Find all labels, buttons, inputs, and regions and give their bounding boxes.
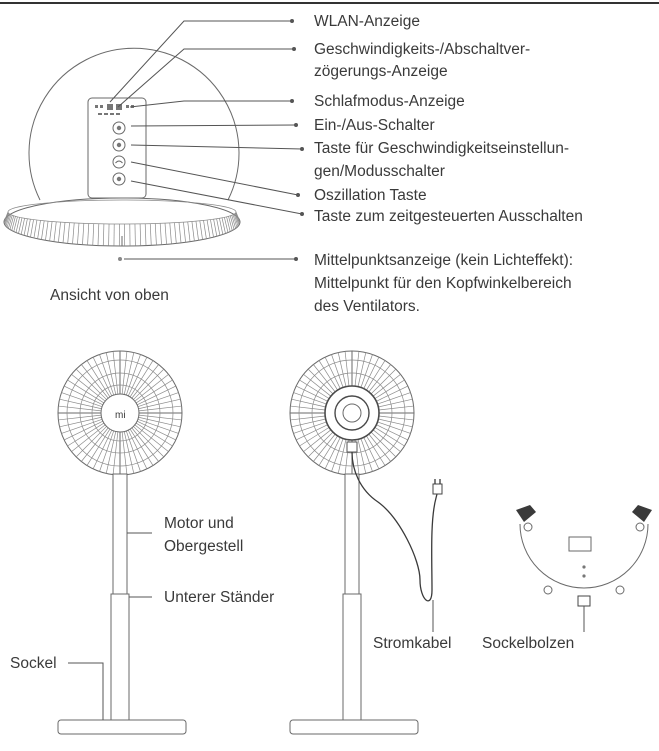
callout-wlan: WLAN-Anzeige (314, 13, 420, 30)
top-view-caption: Ansicht von oben (50, 287, 169, 304)
label-motor-line1: Motor und (164, 515, 234, 532)
base-plate (520, 524, 648, 588)
plug-icon (433, 484, 442, 494)
base-foot-right (632, 505, 652, 522)
callout-speed-line1: Geschwindigkeits-/Abschaltver- (314, 41, 530, 58)
base-foot-left (516, 505, 536, 522)
base-bolt-icon (578, 596, 590, 606)
base-bolt-plate (569, 537, 591, 551)
center-indicator-dot (118, 257, 122, 261)
front-upper-pole (113, 474, 127, 594)
rear-lower-pole (343, 594, 361, 720)
rear-upper-pole (345, 474, 359, 594)
callout-speed-line2: zögerungs-Anzeige (314, 63, 448, 80)
label-base: Sockel (10, 655, 57, 672)
callout-center-line3: des Ventilators. (314, 298, 420, 315)
power-cable (352, 452, 438, 601)
callout-center-line2: Mittelpunkt für den Kopfwinkelbereich (314, 275, 572, 292)
callout-sleep: Schlafmodus-Anzeige (314, 93, 465, 110)
top-view-illustration (4, 48, 240, 261)
label-base-bolt: Sockelbolzen (482, 635, 574, 652)
front-base (58, 720, 186, 734)
callout-center-line1: Mittelpunktsanzeige (kein Lichteffekt): (314, 252, 573, 269)
rear-base (290, 720, 418, 734)
base-bottom-view (516, 505, 652, 632)
fan-logo-icon: mi (115, 410, 126, 421)
callout-mode-line1: Taste für Geschwindigkeitseinstellun- (314, 140, 569, 157)
callout-mode-line2: gen/Modusschalter (314, 163, 445, 180)
callout-power: Ein-/Aus-Schalter (314, 117, 435, 134)
label-lower-stand: Unterer Ständer (164, 589, 274, 606)
callout-timer: Taste zum zeitgesteuerten Ausschalten (314, 208, 583, 225)
label-power-cable: Stromkabel (373, 635, 451, 652)
label-motor-line2: Obergestell (164, 538, 243, 555)
front-lower-pole (111, 594, 129, 720)
callout-oscillation: Oszillation Taste (314, 187, 427, 204)
rear-fan-illustration (290, 351, 442, 734)
